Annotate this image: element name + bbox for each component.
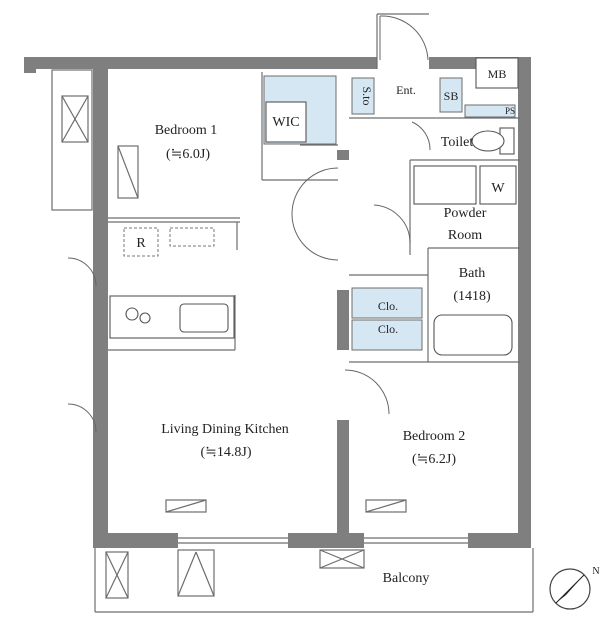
ldk-size: (≒14.8J) — [200, 445, 251, 460]
outer-walls — [24, 57, 531, 548]
closet-lower — [351, 319, 423, 351]
closet-label-lower: Clo. — [378, 322, 398, 336]
toilet-icon — [471, 130, 505, 152]
closet-upper — [351, 287, 423, 319]
storage-closet — [351, 77, 375, 115]
toilet-label: Toilet — [441, 135, 474, 150]
wic-label: WIC — [272, 115, 299, 130]
bathtub-icon — [433, 314, 513, 356]
upper-cabinet — [169, 227, 215, 247]
left-window-strip — [51, 69, 139, 211]
closet-label-upper: Clo. — [378, 299, 398, 313]
bath-size: (1418) — [453, 289, 491, 304]
mb-box — [475, 57, 519, 89]
washer-space — [479, 165, 517, 205]
compass-icon: N — [549, 566, 600, 610]
interior-partitions — [108, 72, 520, 363]
balcony-label: Balcony — [383, 571, 430, 586]
balcony-area — [94, 548, 534, 613]
entrance-label: Ent. — [396, 83, 416, 97]
stove-icon — [125, 307, 139, 321]
bath-name: Bath — [459, 266, 485, 281]
fridge-space — [123, 227, 159, 257]
shoe-box — [439, 77, 463, 113]
bedroom1-name: Bedroom 1 — [155, 123, 218, 138]
doors — [67, 121, 431, 433]
powder-room-line2: Room — [448, 228, 482, 243]
powder-room-line1: Powder — [444, 206, 487, 221]
wic-inner — [265, 101, 307, 143]
vanity-icon — [413, 165, 477, 205]
entrance-door[interactable] — [376, 13, 429, 69]
ldk-name: Living Dining Kitchen — [161, 422, 289, 437]
ps-label: PS — [505, 106, 515, 116]
sink-icon — [179, 303, 229, 333]
bedroom1-size: (≒6.0J) — [166, 147, 210, 162]
shoe-box-label: SB — [444, 89, 459, 103]
ps-closet — [464, 104, 516, 118]
mb-label: MB — [488, 67, 507, 81]
storage-label: S.to — [360, 86, 374, 105]
compass-north-label: N — [592, 566, 599, 577]
washer-label: W — [491, 181, 505, 196]
fridge-label: R — [136, 236, 146, 251]
bedroom2-size: (≒6.2J) — [412, 452, 456, 467]
bedroom2-name: Bedroom 2 — [403, 429, 466, 444]
south-windows — [165, 499, 468, 544]
